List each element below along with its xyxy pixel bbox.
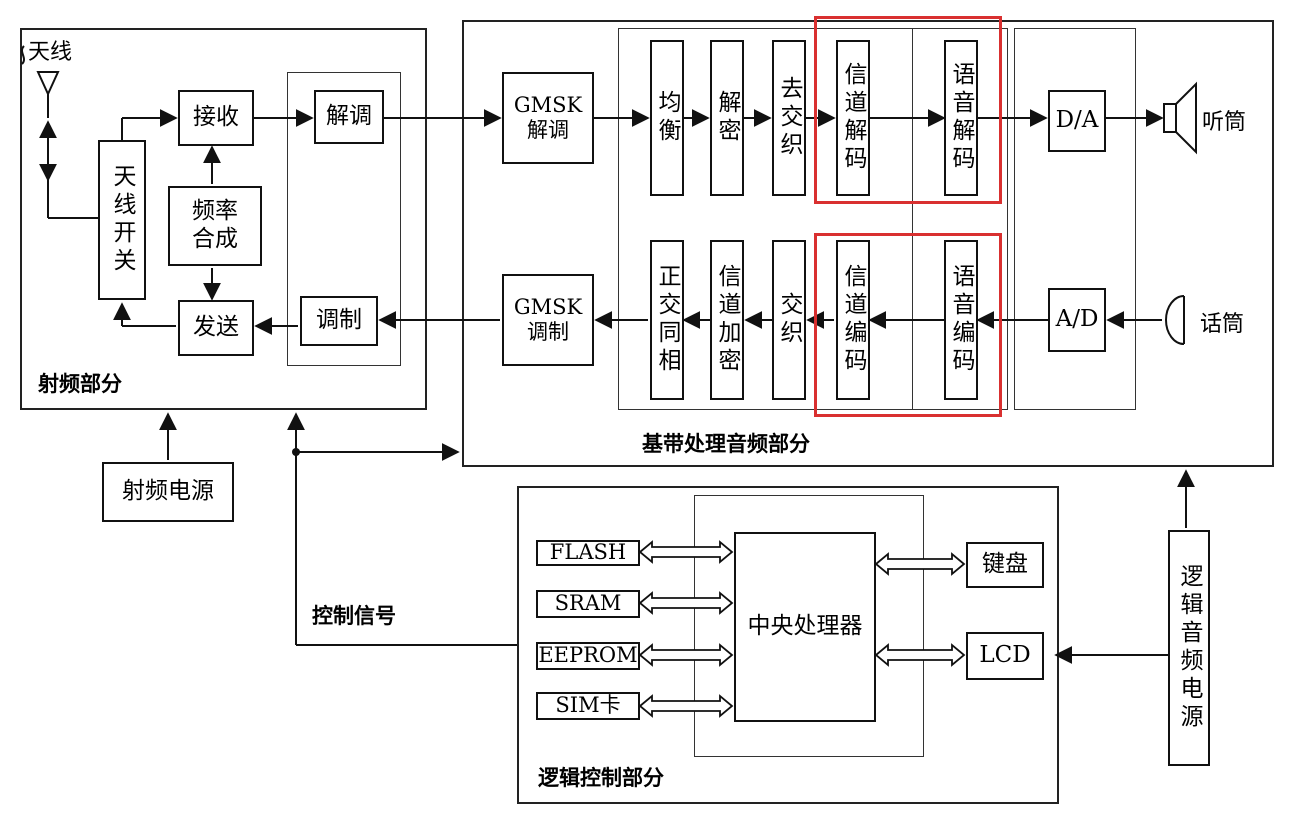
antenna-switch: 天线开关 — [98, 140, 146, 300]
logic-section-label: 逻辑控制部分 — [538, 766, 664, 790]
bus-lcd — [874, 643, 966, 667]
baseband-audio-subframe — [1014, 28, 1136, 410]
cpu-block: 中央处理器 — [734, 532, 876, 722]
rf-section-label: 射频部分 — [38, 372, 122, 396]
keyboard-block: 键盘 — [966, 542, 1044, 588]
antenna-label: 天线 — [28, 40, 73, 65]
rf-power-block: 射频电源 — [102, 462, 234, 522]
deinterleave-block: 去交织 — [772, 40, 806, 196]
control-signal-label: 控制信号 — [312, 604, 396, 628]
encrypt-block: 信道加密 — [710, 240, 744, 400]
logic-section — [517, 486, 1059, 804]
transmit-block: 发送 — [178, 300, 254, 356]
speech-encode-block: 语音编码 — [944, 240, 978, 400]
encode-highlight — [814, 233, 1002, 417]
da-block: D/A — [1048, 90, 1106, 152]
sim-block: SIM卡 — [536, 692, 640, 720]
interleave-block: 交织 — [772, 240, 806, 400]
baseband-speech-subframe — [912, 28, 1008, 410]
bus-sim — [638, 694, 734, 718]
microphone-label: 话筒 — [1200, 312, 1245, 337]
gmsk-mod-block: GMSK 调制 — [502, 274, 594, 366]
bus-keyboard — [874, 552, 966, 576]
modulate-block: 调制 — [300, 296, 378, 346]
quadrature-block: 正交同相 — [650, 240, 684, 400]
channel-encode-block: 信道编码 — [836, 240, 870, 400]
bus-flash — [638, 540, 734, 564]
lcd-block: LCD — [966, 632, 1044, 680]
antenna-symbol — [36, 71, 60, 97]
gmsk-demod-block: GMSK 解调 — [502, 72, 594, 164]
logic-power-block: 逻辑音频电源 — [1168, 530, 1210, 766]
freq-synth-block: 频率 合成 — [168, 186, 262, 266]
baseband-section-label: 基带处理音频部分 — [642, 432, 810, 456]
bus-eeprom — [638, 643, 734, 667]
equalize-block: 均衡 — [650, 40, 684, 196]
speech-decode-block: 语音解码 — [944, 40, 978, 196]
bus-sram — [638, 591, 734, 615]
decrypt-block: 解密 — [710, 40, 744, 196]
receive-block: 接收 — [178, 90, 254, 146]
flash-block: FLASH — [536, 540, 640, 566]
rf-modem-subframe — [287, 72, 401, 366]
decode-highlight — [814, 16, 1002, 204]
earpiece-label: 听筒 — [1202, 110, 1247, 135]
logic-cpu-subframe — [694, 495, 924, 757]
channel-decode-block: 信道解码 — [836, 40, 870, 196]
rf-section — [20, 28, 427, 410]
baseband-section — [462, 20, 1274, 467]
sram-block: SRAM — [536, 590, 640, 618]
demodulate-block: 解调 — [314, 90, 384, 144]
ad-block: A/D — [1048, 288, 1106, 352]
eeprom-block: EEPROM — [536, 642, 640, 670]
